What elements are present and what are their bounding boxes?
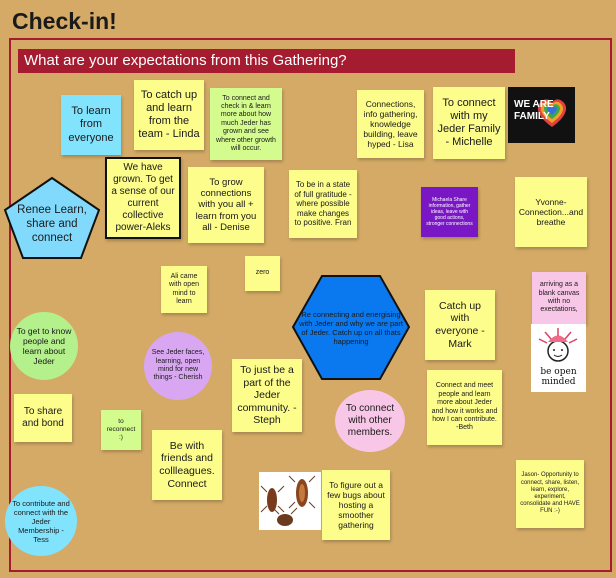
be-open-minded-image[interactable]: be open minded (531, 324, 586, 392)
sticky-note-connect-check-in[interactable]: To connect and check in & learn more abo… (210, 88, 282, 160)
sticky-note-denise[interactable]: To grow connections with you all + learn… (188, 167, 264, 243)
sticky-note-text: Catch up with everyone - Mark (435, 299, 485, 350)
board-frame (9, 38, 612, 572)
sticky-note-linda[interactable]: To catch up and learn from the team - Li… (134, 80, 204, 150)
sticky-note-text: To just be a part of the Jeder community… (237, 364, 297, 427)
sticky-note-learn-everyone[interactable]: To learn from everyone (61, 95, 121, 155)
sticky-note-text: to reconnect :) (106, 418, 136, 441)
sticky-note-bugs[interactable]: To figure out a few bugs about hosting a… (322, 470, 390, 540)
sticky-note-text: Be with friends and collleagues. Connect (159, 439, 215, 490)
shape-text: Renee Learn, share and connect (17, 204, 87, 244)
sticky-note-reconnect[interactable]: to reconnect :) (101, 410, 141, 450)
board-title: Check-in! (12, 8, 117, 34)
sticky-note-share-bond[interactable]: To share and bond (14, 394, 72, 442)
circle-cherish[interactable]: See Jeder faces, learning, open mind for… (144, 332, 212, 400)
sticky-note-friends[interactable]: Be with friends and collleagues. Connect (152, 430, 222, 500)
sticky-note-yvonne[interactable]: Yvonne- Connection...and breathe (515, 177, 587, 247)
sticky-note-ali[interactable]: Ali came with open mind to learn (161, 266, 207, 313)
shape-text: To connect with other members. (345, 403, 395, 438)
circle-tess[interactable]: To contribute and connect with the Jeder… (5, 486, 77, 556)
shape-text: To get to know people and learn about Je… (16, 325, 72, 367)
sticky-note-text: arriving as a blank canvas with no exect… (538, 281, 580, 314)
sticky-note-text: Ali came with open mind to learn (169, 272, 199, 305)
sticky-note-lisa[interactable]: Connections, info gathering, knowledge b… (357, 90, 424, 158)
sticky-note-text: zero (255, 269, 270, 277)
circle-other-members[interactable]: To connect with other members. (335, 390, 405, 452)
sticky-note-text: To grow connections with you all + learn… (195, 176, 257, 234)
question-banner[interactable]: What are your expectations from this Gat… (18, 49, 515, 73)
sticky-note-text: Connect and meet people and learn more a… (431, 382, 498, 432)
sticky-note-text: To share and bond (22, 406, 64, 429)
sticky-note-text: Yvonne- Connection...and breathe (518, 196, 584, 228)
sticky-note-text: Michaela Share information, gather ideas… (426, 197, 473, 227)
circle-get-to-know[interactable]: To get to know people and learn about Je… (10, 312, 78, 380)
sticky-note-blank-canvas[interactable]: arriving as a blank canvas with no exect… (532, 272, 586, 324)
sticky-note-michaela[interactable]: Michaela Share information, gather ideas… (421, 187, 478, 237)
sticky-note-steph[interactable]: To just be a part of the Jeder community… (232, 359, 302, 432)
sticky-note-zero[interactable]: zero (245, 256, 280, 291)
sticky-note-text: To catch up and learn from the team - Li… (138, 88, 200, 141)
sticky-note-text: We have grown. To get a sense of our cur… (111, 162, 175, 233)
sticky-note-text: To connect and check in & learn more abo… (216, 94, 276, 152)
sticky-note-text: To learn from everyone (68, 105, 114, 144)
hexagon-shape-energising[interactable]: Re connecting and energising with Jeder … (291, 274, 411, 381)
shape-text: To contribute and connect with the Jeder… (12, 498, 70, 544)
sticky-note-beth[interactable]: Connect and meet people and learn more a… (427, 370, 502, 445)
sticky-note-text: To figure out a few bugs about hosting a… (327, 479, 385, 531)
bugs-image[interactable] (259, 472, 321, 530)
open-head-icon (538, 328, 578, 362)
rainbow-heart-icon (537, 99, 567, 127)
sticky-note-text: To connect with my Jeder Family - Michel… (437, 96, 501, 149)
sticky-note-fran[interactable]: To be in a state of full gratitude - whe… (289, 170, 357, 238)
sticky-note-jason[interactable]: Jason- Opportunity to connect, share, li… (516, 460, 584, 528)
sticky-note-text: To be in a state of full gratitude - whe… (294, 180, 352, 228)
sticky-note-text: Jason- Opportunity to connect, share, li… (520, 472, 580, 515)
sticky-note-michelle[interactable]: To connect with my Jeder Family - Michel… (433, 87, 505, 159)
sticky-note-aleks[interactable]: We have grown. To get a sense of our cur… (105, 157, 181, 239)
be-open-minded-text: be open minded (540, 367, 577, 387)
we-are-family-image[interactable]: WE ARE FAMILY (508, 87, 575, 143)
pentagon-shape-renee[interactable]: Renee Learn, share and connect (3, 176, 101, 260)
shape-text: Re connecting and energising with Jeder … (299, 309, 403, 346)
sticky-note-text: Connections, info gathering, knowledge b… (363, 98, 418, 150)
bug-icon (260, 475, 316, 526)
we-are-family-text: WE ARE FAMILY (514, 99, 554, 122)
sticky-note-mark[interactable]: Catch up with everyone - Mark (425, 290, 495, 360)
shape-text: See Jeder faces, learning, open mind for… (151, 349, 205, 382)
